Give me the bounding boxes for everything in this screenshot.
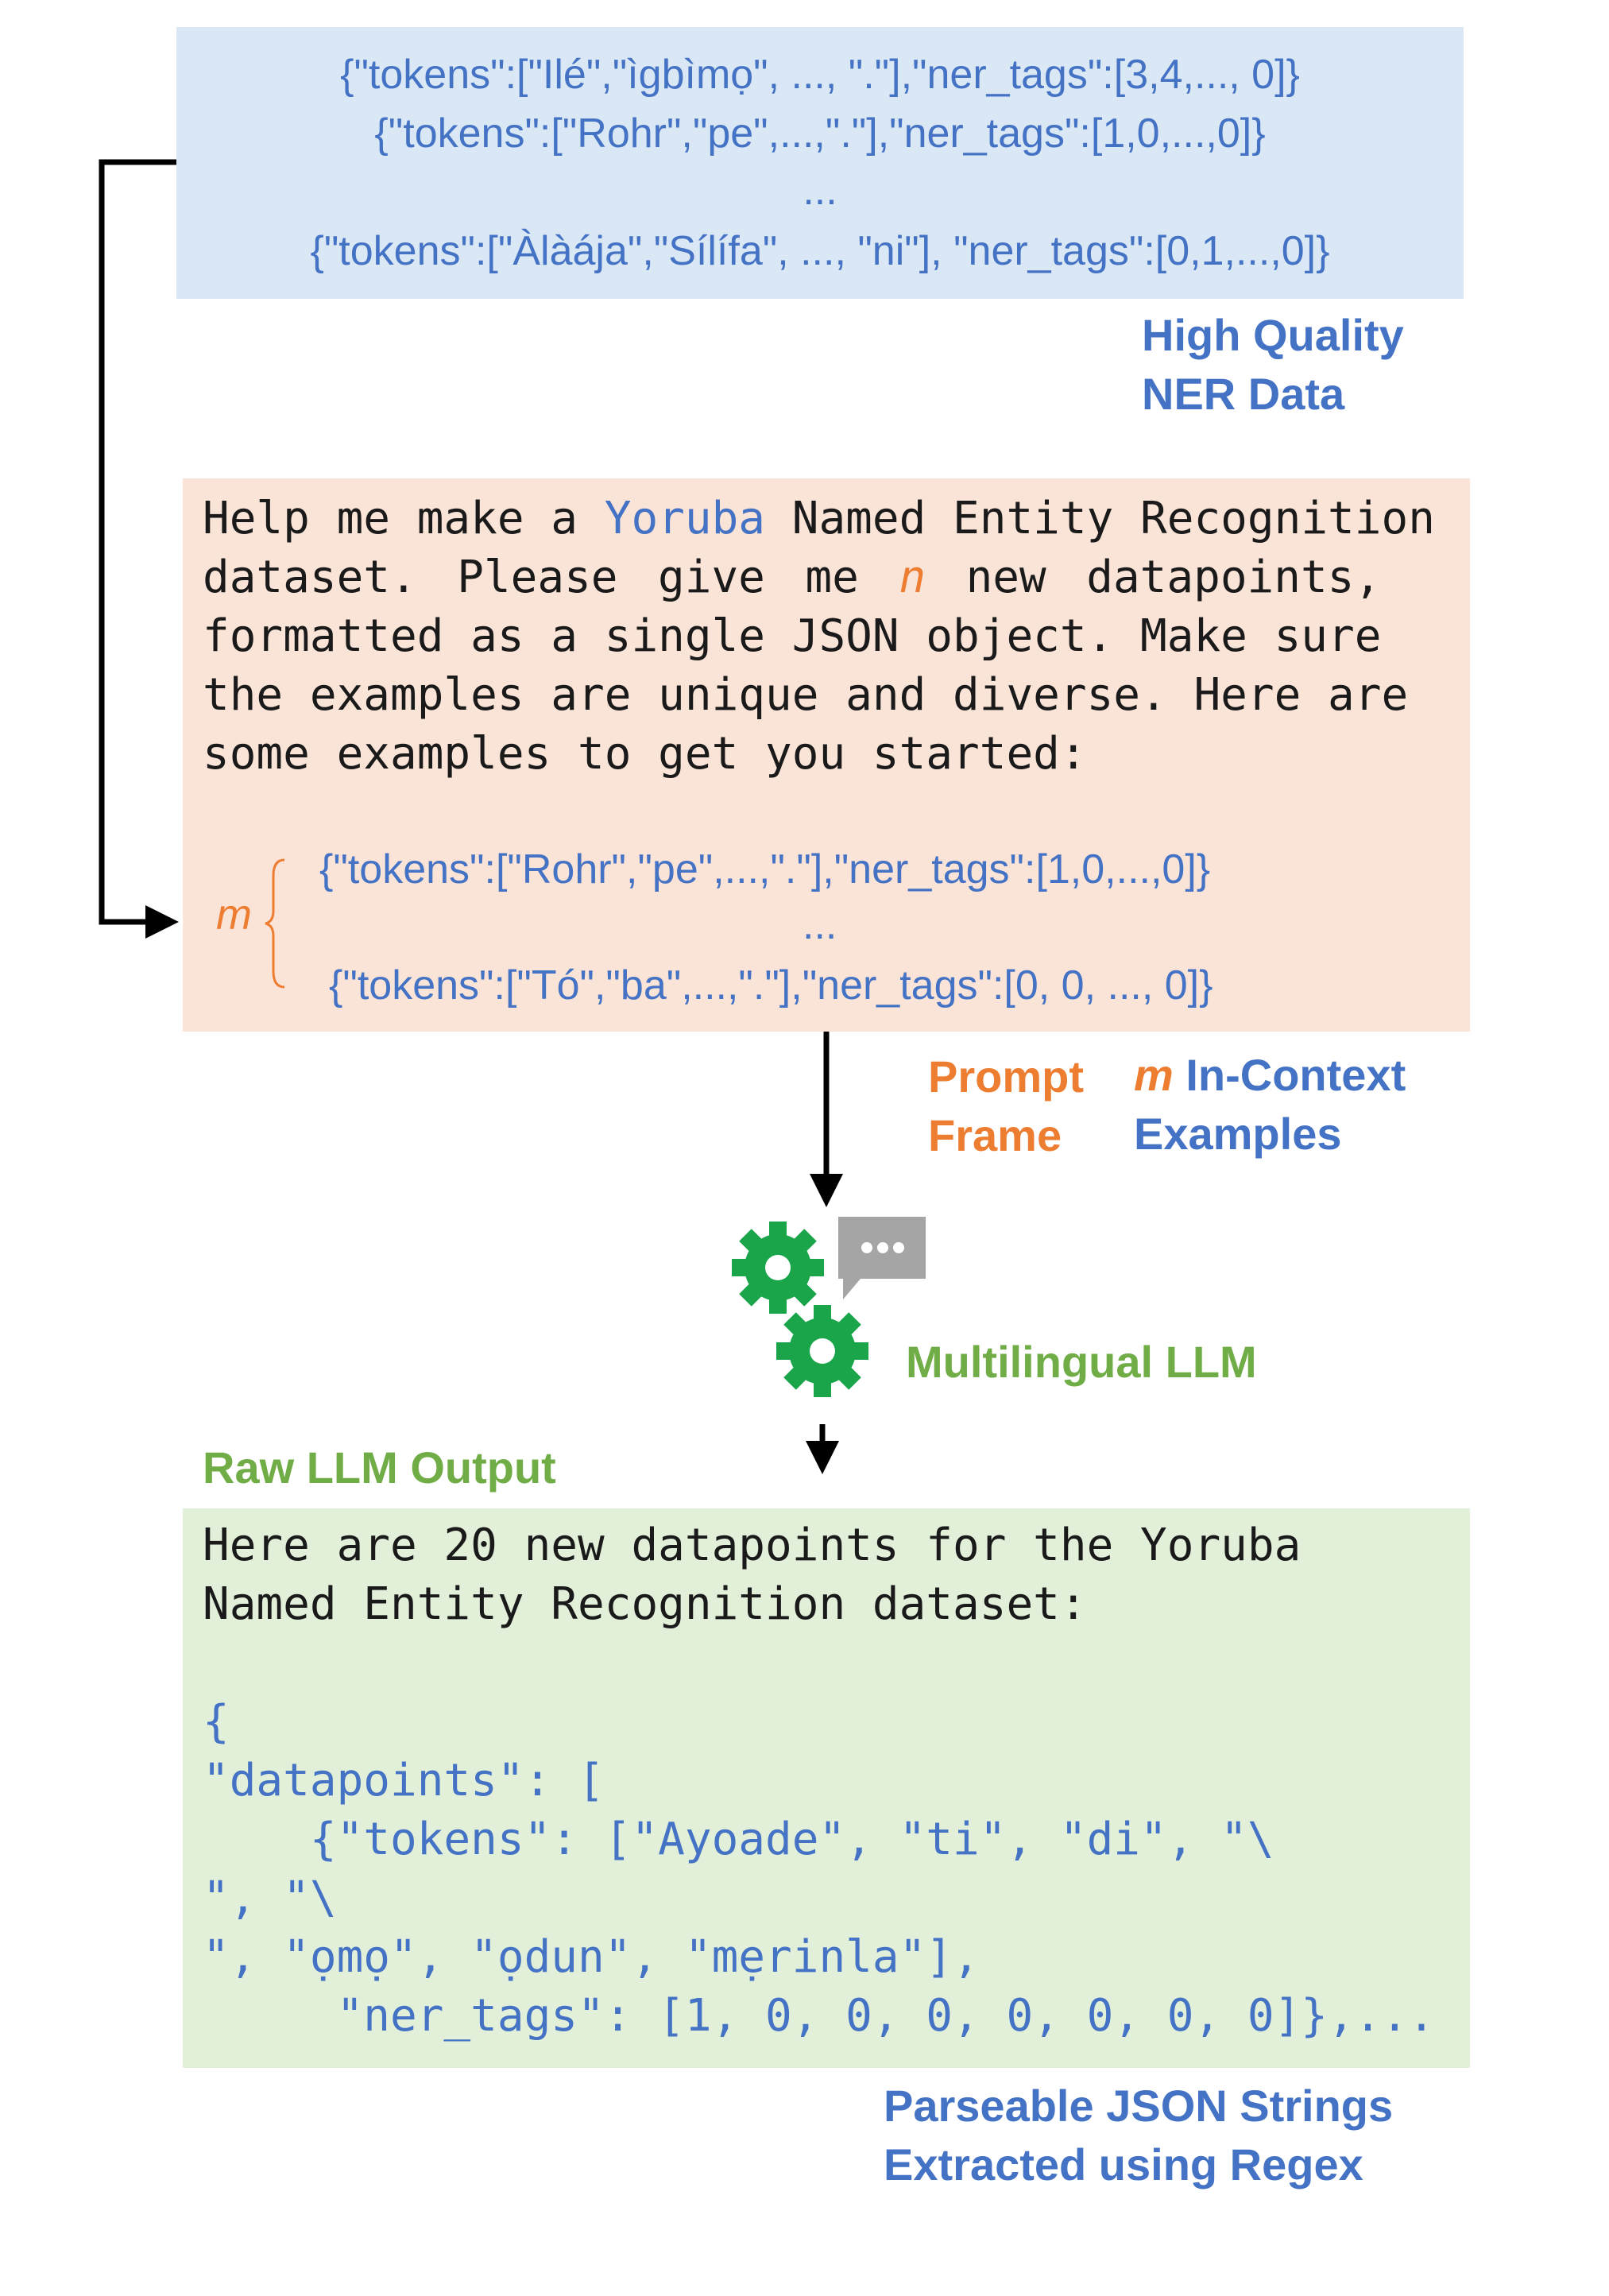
llm-label: Multilingual LLM [906, 1337, 1257, 1387]
in-context-label-line1: m In-Context [1134, 1050, 1406, 1100]
chat-bubble-icon [838, 1217, 926, 1299]
brace-icon [265, 858, 285, 989]
hq-caption-line1: High Quality [1142, 310, 1404, 360]
output-code-line: ", "ọmọ", "ọdun", "mẹrinla"], [203, 1931, 980, 1983]
prompt-line: some examples to get you started: [203, 728, 1087, 780]
example-line: {"tokens":["Rohr","pe",...,"."],"ner_tag… [319, 846, 1211, 892]
high-quality-data-box: {"tokens":["Ilé","ìgbìmọ", ..., "."],"ne… [176, 27, 1464, 299]
output-code-line: "ner_tags": [1, 0, 0, 0, 0, 0, 0, 0]},..… [203, 1990, 1435, 2042]
prompt-box: Help me make a Yoruba Named Entity Recog… [183, 478, 1470, 1032]
gear-icon [732, 1222, 824, 1314]
raw-output-box: Here are 20 new datapoints for the Yorub… [183, 1508, 1470, 2068]
prompt-line: the examples are unique and diverse. Her… [203, 669, 1409, 721]
output-code-line: {"tokens": ["Ayoade", "ti", "di", "\ [203, 1814, 1274, 1865]
prompt-frame-label-line1: Prompt [928, 1051, 1084, 1102]
parse-caption-line1: Parseable JSON Strings [884, 2081, 1394, 2131]
hq-caption-line2: NER Data [1142, 369, 1345, 419]
raw-output-label: Raw LLM Output [203, 1442, 556, 1493]
output-code-line: { [203, 1696, 230, 1748]
hq-data-ellipsis: ... [803, 168, 837, 214]
output-code-line: ", "\ [203, 1872, 337, 1924]
m-variable: m [216, 891, 252, 939]
output-code-line: "datapoints": [ [203, 1755, 605, 1806]
hq-data-line: {"tokens":["Rohr","pe",...,"."],"ner_tag… [374, 110, 1266, 157]
example-ellipsis: ... [803, 902, 837, 948]
prompt-frame-label-line2: Frame [928, 1110, 1062, 1160]
hq-data-line: {"tokens":["Ilé","ìgbìmọ", ..., "."],"ne… [340, 52, 1300, 98]
parse-caption-line2: Extracted using Regex [884, 2139, 1363, 2190]
prompt-line: Help me make a Yoruba Named Entity Recog… [203, 493, 1435, 544]
example-line: {"tokens":["Tó","ba",...,"."],"ner_tags"… [329, 962, 1213, 1009]
gear-icon [776, 1305, 868, 1397]
n-variable: n [899, 552, 926, 603]
llm-icon [732, 1217, 926, 1397]
output-text-line: Here are 20 new datapoints for the Yorub… [203, 1520, 1302, 1571]
language-highlight: Yoruba [604, 493, 766, 544]
prompt-line: formatted as a single JSON object. Make … [203, 610, 1382, 662]
prompt-line: dataset. Please give me n new datapoints… [203, 552, 1382, 603]
loop-arrow [99, 159, 179, 939]
output-text-line: Named Entity Recognition dataset: [203, 1578, 1087, 1630]
hq-data-line: {"tokens":["Àlàája","Sílífa", ..., "ni"]… [310, 228, 1330, 274]
in-context-label-line2: Examples [1134, 1109, 1342, 1159]
